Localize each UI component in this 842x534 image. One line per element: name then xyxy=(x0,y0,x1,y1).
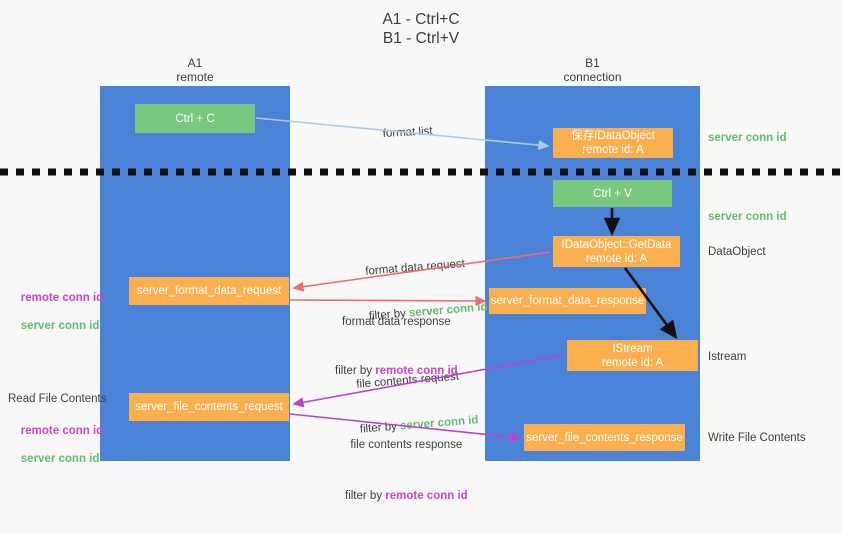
label-conn-ids-format: remote conn id server conn id xyxy=(8,277,103,347)
node-server-format-data-request[interactable]: server_format_data_request xyxy=(129,277,289,305)
label-server-conn-id-top: server conn id xyxy=(708,132,787,144)
edge-caption-format-list: format list xyxy=(369,109,434,157)
label-remote-conn-id-2: remote conn id xyxy=(20,425,104,437)
lane-header-a1: A1 remote xyxy=(176,56,214,84)
edge-caption-text: format list xyxy=(382,125,433,140)
label-write-file-contents: Write File Contents xyxy=(708,432,806,444)
node-ctrl-v[interactable]: Ctrl + V xyxy=(553,180,672,207)
lane-header-b1: B1 connection xyxy=(563,56,622,84)
edge-filter-line: filter by remote conn id xyxy=(345,489,468,504)
edge-caption-file-contents-response: file contents response filter by remote … xyxy=(345,408,468,534)
edge-filter-prefix: filter by xyxy=(345,490,386,502)
edge-caption-text: format data response xyxy=(342,316,451,328)
node-istream[interactable]: IStream remote id: A xyxy=(567,340,698,371)
label-conn-ids-file: remote conn id server conn id xyxy=(8,410,103,480)
page-title: A1 - Ctrl+C B1 - Ctrl+V xyxy=(382,11,460,47)
label-server-conn-id-2: server conn id xyxy=(20,453,100,465)
edge-caption-text: format data request xyxy=(364,257,466,278)
label-istream: Istream xyxy=(708,351,747,363)
node-server-format-data-response[interactable]: server_format_data_response xyxy=(489,288,646,314)
node-idataobject[interactable]: 保存IDataObject remote id: A xyxy=(553,128,673,158)
node-idataobject-getdata[interactable]: IDataObject::GetData remote id: A xyxy=(553,236,680,267)
node-server-file-contents-request[interactable]: server_file_contents_request xyxy=(129,393,289,421)
label-read-file-contents: Read File Contents xyxy=(8,393,107,405)
node-server-file-contents-response[interactable]: server_file_contents_response xyxy=(524,424,685,451)
node-ctrl-c[interactable]: Ctrl + C xyxy=(135,104,255,133)
label-server-conn-id-mid: server conn id xyxy=(708,211,787,223)
label-dataobject: DataObject xyxy=(708,246,766,258)
diagram-canvas: A1 - Ctrl+C B1 - Ctrl+V A1 remote B1 con… xyxy=(0,11,842,502)
edge-filter-target: remote conn id xyxy=(385,490,468,502)
label-server-conn-id-1: server conn id xyxy=(20,320,100,332)
edge-caption-text: file contents response xyxy=(350,439,463,451)
edge-caption-text: file contents request xyxy=(355,370,460,391)
label-remote-conn-id-1: remote conn id xyxy=(20,292,104,304)
